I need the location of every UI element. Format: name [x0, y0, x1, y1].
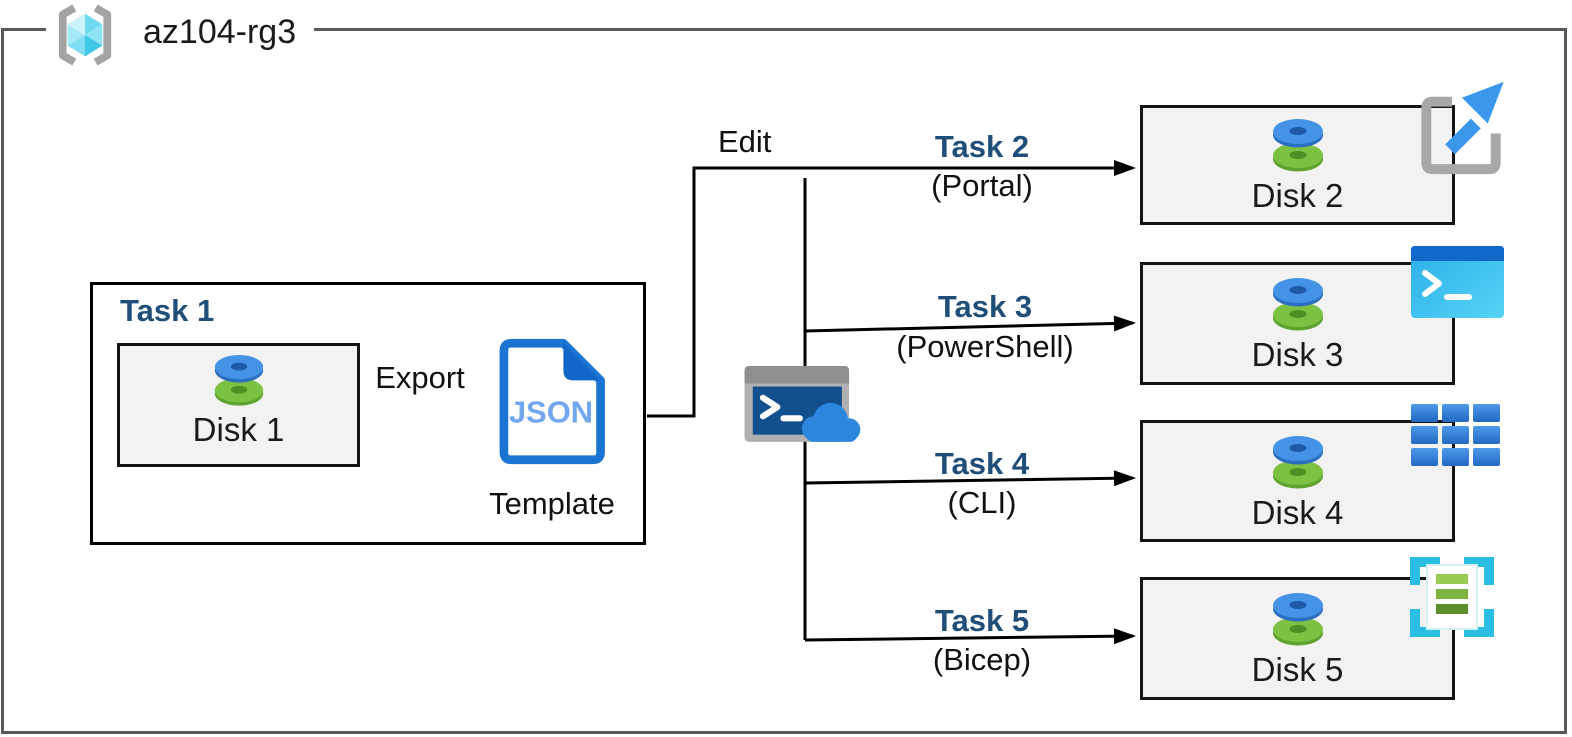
managed-disk-icon — [1266, 118, 1330, 176]
task3-method: (PowerShell) — [896, 329, 1074, 364]
resource-group-icon — [53, 4, 117, 66]
disk5-box: Disk 5 — [1140, 577, 1455, 700]
task2-title: Task 2 — [934, 129, 1030, 164]
task4-method: (CLI) — [947, 485, 1017, 520]
managed-disk-icon — [208, 354, 270, 410]
task5-title: Task 5 — [934, 603, 1030, 638]
json-file-icon: JSON — [494, 336, 608, 467]
managed-disk-icon — [1266, 435, 1330, 493]
resource-group-name: az104-rg3 — [143, 13, 297, 51]
disk5-label: Disk 5 — [1251, 651, 1344, 688]
task4-title: Task 4 — [934, 446, 1030, 481]
disk4-label: Disk 4 — [1251, 494, 1344, 531]
border-gap-mask — [46, 21, 314, 39]
edit-label: Edit — [718, 124, 772, 159]
powershell-icon — [1411, 246, 1504, 318]
task5-method: (Bicep) — [932, 642, 1032, 677]
bicep-template-icon — [1410, 557, 1494, 637]
disk1-box: Disk 1 — [117, 343, 360, 467]
disk3-label: Disk 3 — [1251, 336, 1344, 373]
task2-method: (Portal) — [931, 168, 1033, 203]
disk1-label: Disk 1 — [192, 411, 285, 448]
task1-title: Task 1 — [120, 293, 215, 328]
export-label: Export — [375, 360, 465, 395]
template-caption: Template — [489, 486, 615, 521]
disk4-box: Disk 4 — [1140, 420, 1455, 542]
disk3-box: Disk 3 — [1140, 262, 1455, 385]
disk2-box: Disk 2 — [1140, 105, 1455, 225]
managed-disk-icon — [1266, 277, 1330, 335]
azure-portal-icon — [1414, 70, 1510, 183]
json-badge: JSON — [509, 395, 593, 430]
task3-title: Task 3 — [937, 289, 1033, 324]
disk2-label: Disk 2 — [1251, 177, 1344, 214]
azure-cli-icon — [1411, 404, 1500, 468]
cloud-shell-icon — [742, 364, 868, 448]
resource-group-border — [1, 28, 1567, 734]
managed-disk-icon — [1266, 592, 1330, 650]
